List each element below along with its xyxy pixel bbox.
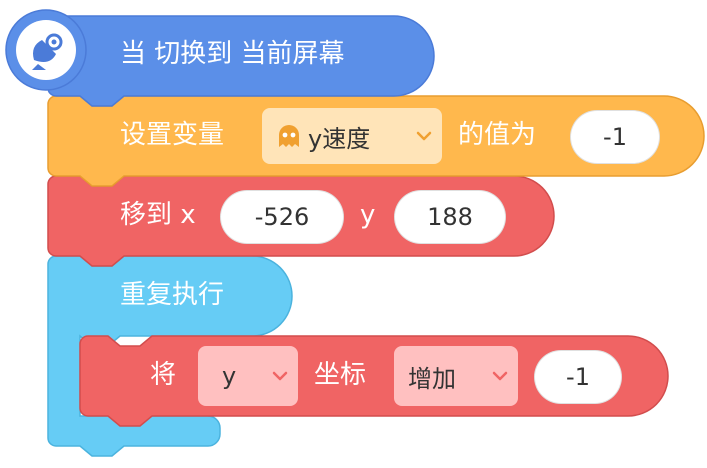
move-to-y-label: y: [360, 200, 376, 230]
move-to-label: 移到 x: [120, 200, 196, 230]
operation-value: 增加: [408, 364, 456, 393]
forever-label: 重复执行: [120, 280, 225, 310]
ghost-icon: [279, 125, 299, 147]
variable-dropdown[interactable]: y速度: [262, 108, 442, 164]
axis-dropdown[interactable]: y: [198, 346, 298, 406]
move-to-y-input[interactable]: 188: [394, 190, 506, 244]
chevron-down-icon: [492, 371, 508, 381]
change-coord-value-input[interactable]: -1: [534, 350, 622, 404]
chevron-down-icon: [416, 131, 432, 141]
sprite-radar-icon: [16, 20, 76, 80]
chevron-down-icon: [272, 371, 288, 381]
event-label: 当 切换到 当前屏幕: [120, 39, 345, 69]
set-variable-label2: 的值为: [458, 120, 537, 150]
operation-dropdown[interactable]: 增加: [394, 346, 518, 406]
variable-name: y速度: [308, 124, 371, 153]
change-coord-label2: 坐标: [314, 360, 367, 390]
set-variable-label: 设置变量: [120, 120, 225, 150]
move-to-x-input[interactable]: -526: [220, 190, 344, 244]
axis-value: y: [222, 362, 237, 390]
change-coord-label: 将: [150, 360, 177, 390]
set-variable-value-input[interactable]: -1: [570, 110, 660, 164]
